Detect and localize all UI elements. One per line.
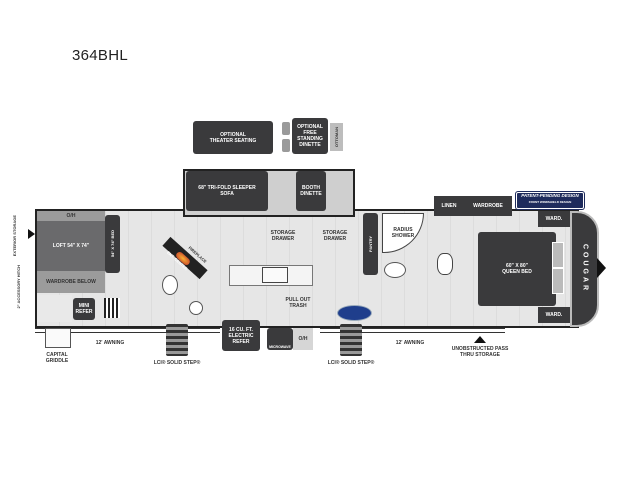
ladder-icon bbox=[104, 298, 120, 318]
awning-line bbox=[35, 328, 220, 333]
step-left bbox=[166, 324, 188, 356]
overhead-cabinet-kitchen: O/H bbox=[293, 328, 313, 350]
front-cap: COUGAR bbox=[570, 211, 599, 327]
optional-theater-seating: Optional Theater Seating bbox=[193, 121, 273, 154]
bunk-floor bbox=[37, 295, 72, 322]
storage-drawer-1: Storage Drawer bbox=[270, 230, 296, 242]
queen-bed: 60" x 80" Queen Bed bbox=[478, 232, 556, 306]
bath-sink-icon bbox=[437, 253, 453, 275]
exterior-storage-label: Exterior Storage bbox=[12, 215, 17, 257]
sink-icon bbox=[189, 301, 203, 315]
awning-front-label: 12' Awning bbox=[95, 340, 125, 346]
awning-rear-label: 12' Awning bbox=[395, 340, 425, 346]
wardrobe: Wardrobe bbox=[464, 196, 512, 216]
step-right bbox=[340, 324, 362, 356]
pillow bbox=[552, 242, 564, 268]
bath-toilet-icon bbox=[384, 262, 406, 278]
wardrobe-bottom: Ward. bbox=[538, 307, 570, 323]
chair-icon bbox=[282, 122, 290, 135]
kitchen-sink-icon bbox=[262, 267, 288, 283]
microwave: Microwave bbox=[267, 328, 293, 350]
accessory-hitch-label: 2" Accessory Hitch bbox=[16, 265, 21, 309]
pull-out-trash: Pull Out Trash bbox=[285, 297, 311, 309]
patent-pending-badge: Patent-Pending Design Front Windshield D… bbox=[516, 192, 584, 209]
exterior-storage-arrow-icon bbox=[28, 229, 35, 239]
pantry: Pantry bbox=[363, 213, 378, 275]
griddle-icon bbox=[45, 328, 71, 348]
booth-dinette: Booth Dinette bbox=[296, 171, 326, 211]
model-title: 364BHL bbox=[72, 47, 129, 64]
optional-free-standing-dinette: Optional Free Standing Dinette bbox=[292, 118, 328, 154]
wardrobe-below: Wardrobe Below bbox=[37, 271, 105, 293]
ottoman: Ottoman bbox=[330, 123, 343, 151]
chair-icon bbox=[282, 139, 290, 152]
awning-line bbox=[320, 328, 505, 333]
pass-thru-storage-label: Unobstructed Pass Thru Storage bbox=[451, 346, 509, 358]
toilet-icon bbox=[162, 275, 178, 295]
overhead-cabinet: O/H bbox=[37, 211, 105, 221]
storage-drawer-2: Storage Drawer bbox=[322, 230, 348, 242]
capital-griddle-label: Capital Griddle bbox=[45, 352, 69, 364]
tri-fold-sleeper-sofa: 68" Tri-Fold Sleeper Sofa bbox=[186, 171, 268, 211]
wardrobe-top: Ward. bbox=[538, 211, 570, 227]
kingpin-icon bbox=[597, 258, 606, 278]
step-left-label: LCI® Solid Step® bbox=[153, 360, 201, 366]
loft: Loft 54" x 74" bbox=[37, 221, 105, 271]
mini-refer: Mini Refer bbox=[73, 298, 95, 320]
electric-refer: 16 Cu. Ft. Electric Refer bbox=[222, 320, 260, 351]
radius-shower: Radius Shower bbox=[382, 213, 424, 253]
pillow bbox=[552, 268, 564, 294]
pass-thru-arrow-icon bbox=[474, 336, 486, 343]
brand-badge-icon bbox=[337, 305, 372, 321]
step-right-label: LCI® Solid Step® bbox=[327, 360, 375, 366]
bunk-bed: 54" x 74" Bed bbox=[105, 215, 120, 273]
linen-cabinet: Linen bbox=[434, 196, 464, 216]
